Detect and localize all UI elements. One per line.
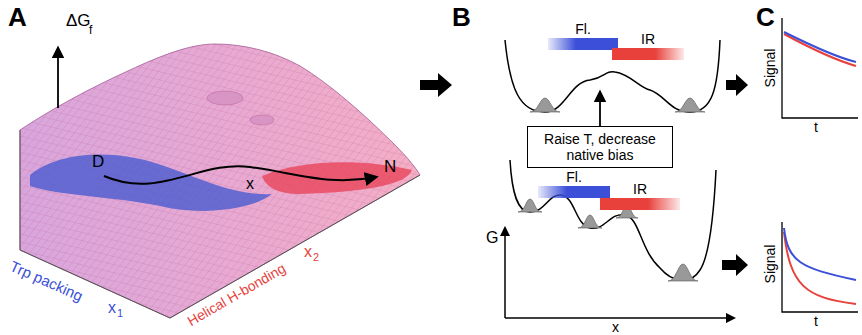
axis-label: Signal — [763, 245, 777, 284]
band-label: IR — [600, 182, 680, 197]
axis-label: x — [108, 300, 116, 316]
state-label: D — [92, 153, 104, 170]
axis-label: Signal — [763, 49, 777, 88]
band-label: Fl. — [538, 170, 610, 185]
panel-letter: A — [8, 4, 27, 30]
axis-subscript: 2 — [313, 252, 319, 263]
axis-subscript: 1 — [117, 308, 123, 319]
signal-band: Fl. — [548, 22, 618, 50]
panel-letter: C — [756, 4, 775, 30]
axis-label: x — [612, 320, 619, 334]
color-band — [548, 38, 618, 50]
axis-label: G — [486, 230, 498, 246]
color-band — [612, 48, 684, 60]
signal-plots — [782, 18, 858, 312]
signal-band: IR — [600, 182, 680, 210]
axis-label: x — [304, 244, 312, 260]
panel-arrow — [420, 73, 452, 97]
axis-label: ΔG — [66, 12, 91, 29]
coordinate-label: x — [246, 176, 254, 192]
signal-band: Fl. — [538, 170, 610, 198]
box-text: Raise T, decrease native bias — [535, 131, 665, 163]
panel-arrow — [722, 254, 748, 276]
state-label: N — [384, 158, 396, 175]
axis-label: t — [814, 120, 818, 134]
energy-profiles — [505, 40, 734, 318]
process-box: Raise T, decrease native bias — [527, 126, 673, 168]
axis-subscript: f — [89, 24, 92, 36]
energy-landscape — [20, 44, 420, 318]
panel-arrow — [726, 74, 748, 96]
axis-label: t — [814, 314, 818, 328]
signal-band: IR — [612, 32, 684, 60]
band-label: Fl. — [548, 22, 618, 37]
band-label: IR — [612, 32, 684, 47]
panel-letter: B — [452, 4, 471, 30]
color-band — [538, 186, 610, 198]
color-band — [600, 198, 680, 210]
